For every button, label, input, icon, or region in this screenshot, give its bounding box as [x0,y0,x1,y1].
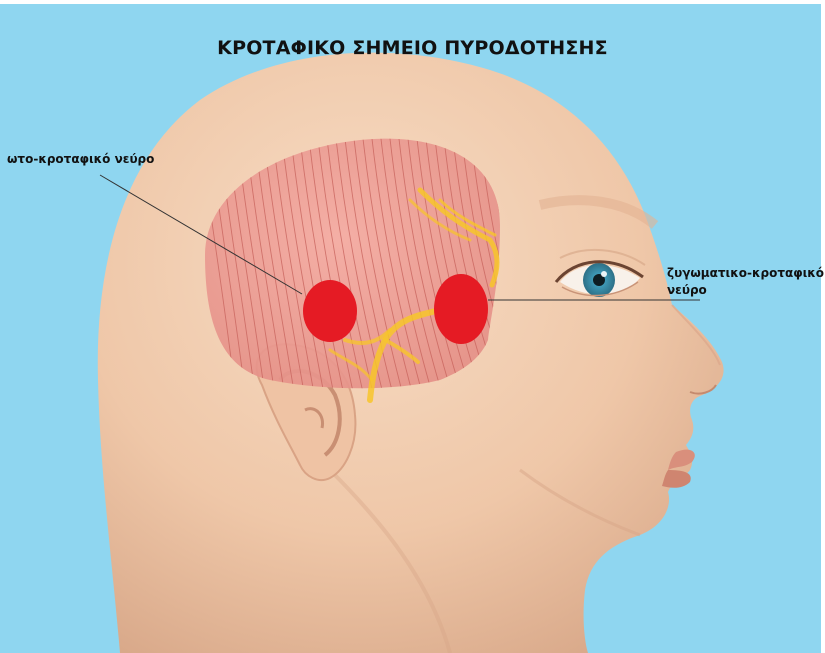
diagram-title: ΚΡΟΤΑΦΙΚΟ ΣΗΜΕΙΟ ΠΥΡΟΔΟΤΗΣΗΣ [0,37,825,59]
trigger-point-right [434,274,488,344]
label-line: ζυγωματικο-κροταφικό [667,265,825,282]
label-auriculotemporal-nerve: ωτο-κροταφικό νεύρο [7,152,154,166]
label-line: νεύρο [667,282,825,299]
trigger-point-left [303,280,357,342]
label-zygomaticotemporal-nerve: ζυγωματικο-κροταφικό νεύρο [667,265,825,299]
